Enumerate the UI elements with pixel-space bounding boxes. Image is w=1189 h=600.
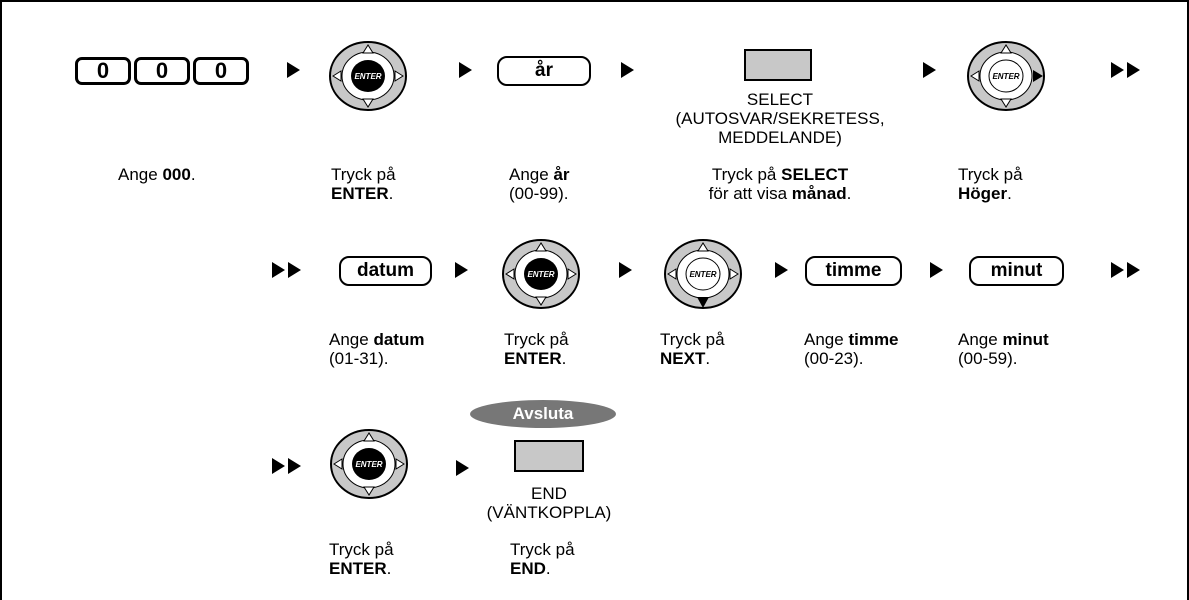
- step10-description: Ange minut (00-59).: [958, 330, 1049, 368]
- double-arrow-right-icon: [1111, 62, 1143, 83]
- end-button-label: END (VÄNTKOPPLA): [486, 484, 612, 522]
- next-navigator-icon[interactable]: ENTER: [662, 238, 744, 310]
- arrow-right-icon: [930, 262, 943, 278]
- step9-description: Ange timme (00-23).: [804, 330, 899, 368]
- svg-text:ENTER: ENTER: [354, 72, 381, 81]
- arrow-right-icon: [923, 62, 936, 78]
- step1-description: Ange 000.: [118, 165, 196, 184]
- step4-description: Tryck på SELECT för att visa månad.: [708, 165, 852, 203]
- digit-key-2[interactable]: 0: [134, 57, 190, 85]
- digit-key-3[interactable]: 0: [193, 57, 249, 85]
- step3-description: Ange år (00-99).: [509, 165, 570, 203]
- arrow-right-icon: [775, 262, 788, 278]
- double-arrow-right-icon: [1111, 262, 1143, 283]
- double-arrow-right-icon: [272, 458, 304, 479]
- enter-navigator-icon[interactable]: ENTER: [327, 40, 409, 112]
- step8-description: Tryck på NEXT.: [660, 330, 725, 368]
- step11-description: Tryck på ENTER.: [329, 540, 394, 578]
- step6-description: Ange datum (01-31).: [329, 330, 425, 368]
- select-button[interactable]: [744, 49, 812, 81]
- arrow-right-icon: [459, 62, 472, 78]
- arrow-right-icon: [287, 62, 300, 78]
- date-key[interactable]: datum: [339, 256, 432, 286]
- svg-text:ENTER: ENTER: [527, 270, 554, 279]
- arrow-right-icon: [455, 262, 468, 278]
- double-arrow-right-icon: [272, 262, 304, 283]
- hour-key[interactable]: timme: [805, 256, 902, 286]
- end-button[interactable]: [514, 440, 584, 472]
- right-navigator-icon[interactable]: ENTER: [965, 40, 1047, 112]
- digit-key-1[interactable]: 0: [75, 57, 131, 85]
- enter-navigator-icon[interactable]: ENTER: [328, 428, 410, 500]
- year-key[interactable]: år: [497, 56, 591, 86]
- svg-text:ENTER: ENTER: [992, 72, 1019, 81]
- step2-description: Tryck på ENTER.: [331, 165, 396, 203]
- enter-navigator-icon[interactable]: ENTER: [500, 238, 582, 310]
- minute-key[interactable]: minut: [969, 256, 1064, 286]
- select-button-label: SELECT (AUTOSVAR/SEKRETESS, MEDDELANDE): [675, 90, 885, 147]
- arrow-right-icon: [621, 62, 634, 78]
- svg-text:ENTER: ENTER: [689, 270, 716, 279]
- exit-badge: Avsluta: [470, 400, 616, 428]
- svg-text:ENTER: ENTER: [355, 460, 382, 469]
- arrow-right-icon: [619, 262, 632, 278]
- arrow-right-icon: [456, 460, 469, 476]
- step5-description: Tryck på Höger.: [958, 165, 1023, 203]
- step7-description: Tryck på ENTER.: [504, 330, 569, 368]
- step12-description: Tryck på END.: [510, 540, 575, 578]
